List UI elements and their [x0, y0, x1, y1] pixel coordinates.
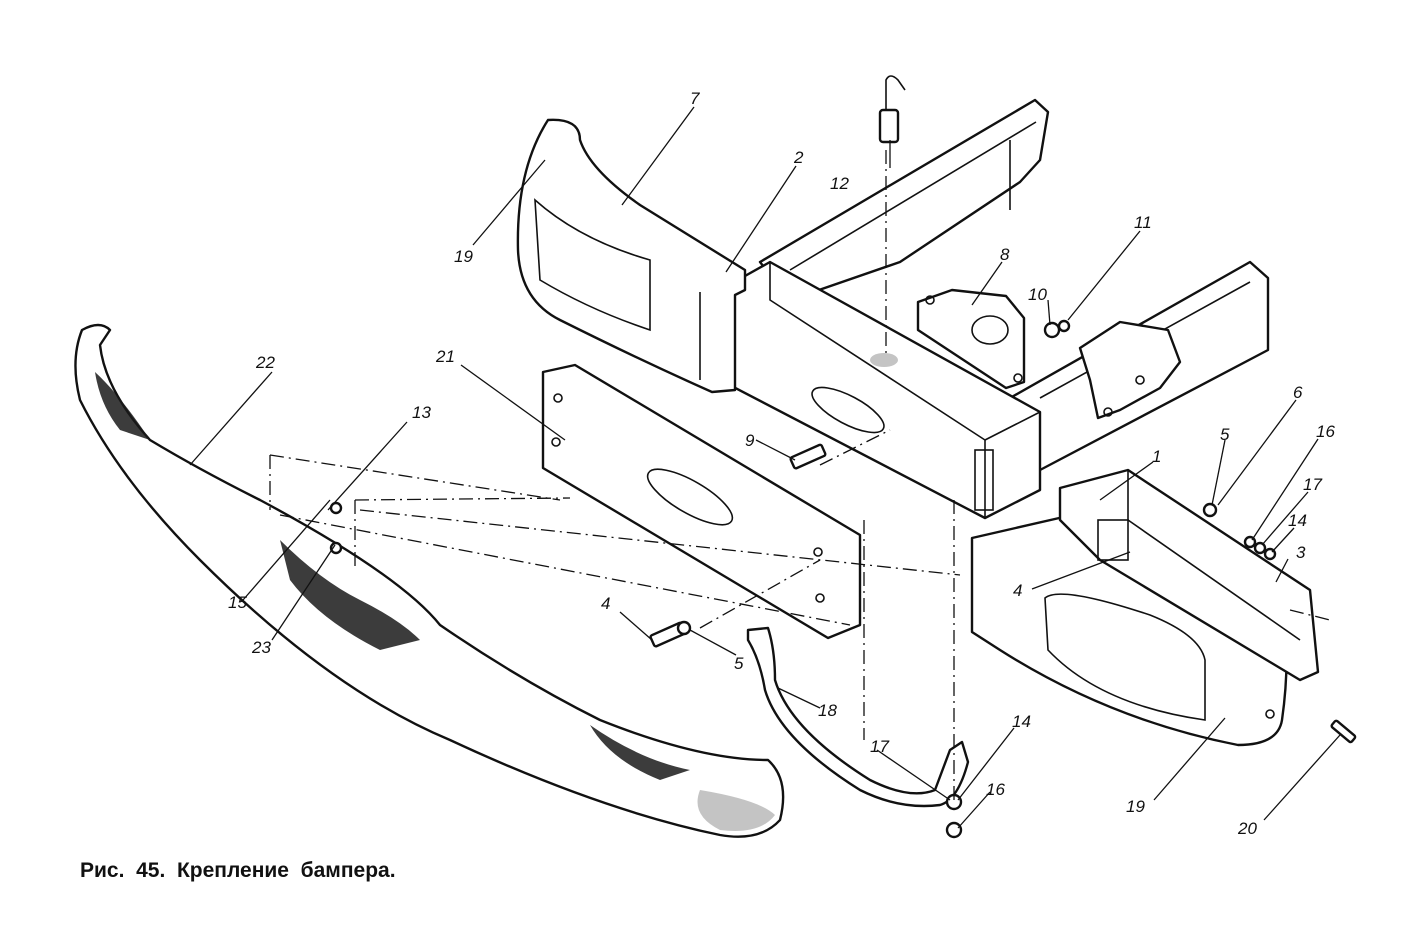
mounting-plate-21	[541, 363, 862, 640]
callout-23: 23	[251, 638, 271, 657]
callout-14-upper: 14	[1288, 511, 1307, 530]
callout-13: 13	[412, 403, 431, 422]
callout-3: 3	[1296, 543, 1306, 562]
callout-7: 7	[690, 89, 700, 108]
callout-4-right: 4	[1013, 581, 1022, 600]
callout-14-lower: 14	[1012, 712, 1031, 731]
callout-17-upper: 17	[1303, 475, 1322, 494]
support-bracket-1	[1058, 468, 1320, 682]
bumper-cover-22	[74, 323, 785, 838]
callout-20: 20	[1237, 819, 1257, 838]
callout-8: 8	[1000, 245, 1010, 264]
callout-21: 21	[435, 347, 455, 366]
callout-17-lower: 17	[870, 737, 889, 756]
frame-bracket-right	[1078, 320, 1182, 420]
callout-6: 6	[1293, 383, 1303, 402]
callout-15: 15	[228, 593, 247, 612]
callout-4-left: 4	[601, 594, 610, 613]
frame-rail-rear	[758, 98, 1050, 302]
callout-22: 22	[255, 353, 275, 372]
callout-12: 12	[830, 174, 849, 193]
callout-10: 10	[1028, 285, 1047, 304]
bumper-half-upper-19	[516, 118, 747, 394]
towing-pin-12	[878, 75, 906, 144]
callout-9: 9	[745, 431, 755, 450]
callout-11: 11	[1134, 213, 1152, 232]
callout-5-right: 5	[1220, 425, 1230, 444]
fasteners	[329, 319, 1357, 839]
callout-2: 2	[793, 148, 804, 167]
figure-caption: Рис. 45. Крепление бампера.	[80, 859, 396, 882]
assembly-axes	[269, 150, 1331, 800]
leader-lines	[189, 106, 1341, 829]
callout-16-lower: 16	[986, 780, 1005, 799]
callout-18: 18	[818, 701, 837, 720]
callout-5-left: 5	[734, 654, 744, 673]
callout-19-lower: 19	[1126, 797, 1145, 816]
callout-16-upper: 16	[1316, 422, 1335, 441]
callout-19-upper: 19	[454, 247, 473, 266]
brace-rod-18	[746, 626, 970, 808]
callout-1: 1	[1152, 447, 1161, 466]
mounting-bracket-8	[916, 288, 1026, 390]
callout-labels: 7 2 12 19 8 11 10 22 21 13 9 1 5 6 16 17…	[228, 89, 1335, 838]
